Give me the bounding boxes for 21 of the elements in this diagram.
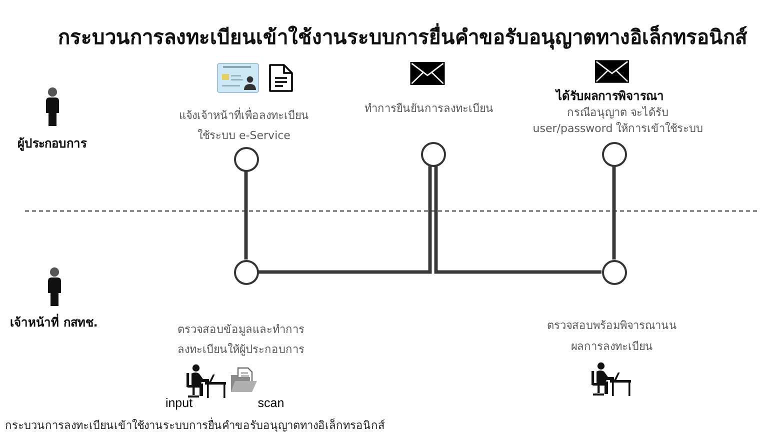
caption: กระบวนการลงทะเบียนเข้าใช้งานระบบการยื่นคำขอรับอนุญาตทางอิเล็กทรอนิกส์ — [5, 416, 385, 434]
lane-label: ผู้ประกอบการ — [18, 136, 86, 152]
lane-label: เจ้าหน้าที่ กสทช. — [10, 312, 98, 332]
connector-line — [434, 166, 602, 274]
step-description: แจ้งเจ้าหน้าที่เพื่อลงทะเบียน ใช้ระบบ e-Service — [179, 106, 309, 144]
step-circle — [234, 146, 258, 172]
title: กระบวนการลงทะเบียนเข้าใช้งานระบบการยื่นคำขอรับอนุญาตทางอิเล็กทรอนิกส์ — [58, 22, 747, 52]
step-description: ตรวจสอบข้อมูลและทำการ ลงทะเบียนให้ผู้ประกอบการ — [178, 322, 304, 358]
step-circle — [234, 260, 258, 284]
step-circle — [602, 260, 626, 284]
step-description: กรณีอนุญาต จะได้รับ user/password ให้การเข้าใช้ระบบ — [532, 105, 704, 137]
connector-line — [244, 172, 248, 260]
step-circle — [420, 142, 446, 166]
connector-line — [612, 166, 616, 260]
icon-caption: scan — [258, 396, 284, 410]
icon-caption: input — [165, 396, 193, 410]
step-circle — [602, 142, 626, 166]
step-description: ทำการยืนยันการลงทะเบียน — [364, 101, 494, 117]
step-heading: ได้รับผลการพิจารณา — [556, 88, 664, 105]
step-description: ตรวจสอบพร้อมพิจารณานน ผลการลงทะเบียน — [547, 318, 677, 355]
connector-line — [258, 166, 432, 274]
